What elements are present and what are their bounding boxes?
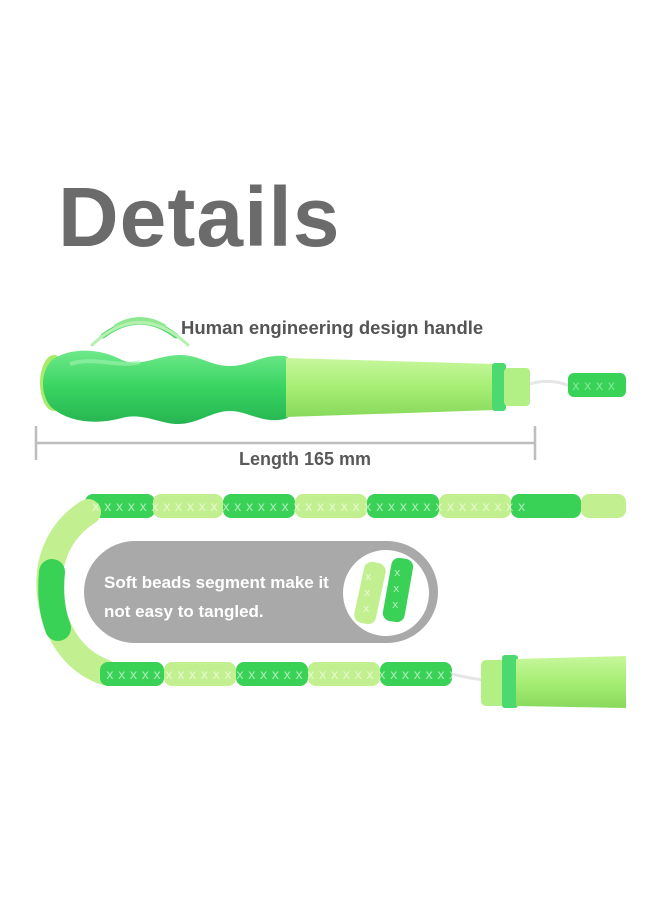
jump-rope-handle [40, 350, 571, 424]
svg-text:x: x [364, 586, 371, 599]
svg-text:x: x [392, 598, 399, 611]
length-dimension-line [34, 426, 537, 460]
beads-closeup-graphic: xxx xxx [354, 557, 414, 625]
svg-text:x x x x: x x x x [572, 379, 615, 394]
bead-fragment-top: x x x x [568, 373, 626, 397]
length-label: Length 165 mm [238, 449, 372, 469]
svg-text:x: x [363, 602, 370, 615]
svg-text:x x x x x x x x x x x x x x x: x x x x x x x x x x x x x x x x x x x x … [106, 668, 481, 683]
bead-rope: x x x x x x x x x x x x x x x x x x x x … [36, 494, 626, 686]
svg-text:x: x [394, 566, 401, 579]
vibration-waves-icon [90, 317, 190, 347]
svg-text:x x x x x x x x x x x x x x x: x x x x x x x x x x x x x x x x x x x x … [92, 500, 526, 515]
svg-text:x: x [365, 570, 372, 583]
page-title: Details [58, 170, 341, 264]
svg-text:x: x [393, 582, 400, 595]
handle-caption: Human engineering design handle [181, 317, 484, 338]
jump-rope-handle-bottom [481, 655, 626, 708]
beads-caption: Soft beads segment make it not easy to t… [104, 573, 329, 621]
